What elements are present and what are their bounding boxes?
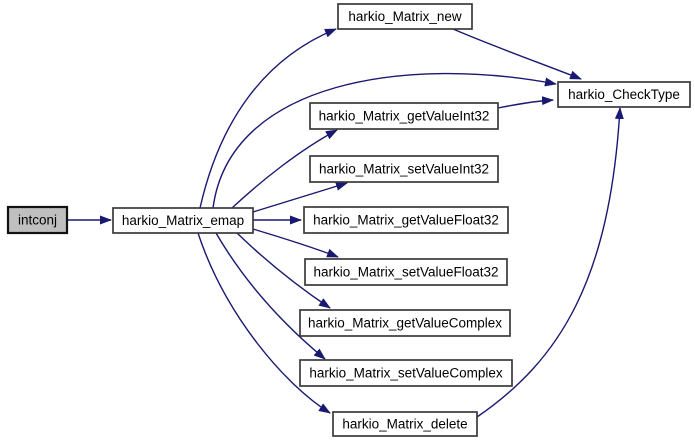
node-harkio-matrix-new-box [337, 3, 473, 30]
node-harkio-matrix-emap[interactable]: harkio_Matrix_emap [112, 207, 254, 234]
node-intconj-box [6, 205, 69, 235]
node-intconj-label: intconj [18, 213, 57, 228]
edge-emap-to-new [199, 28, 337, 209]
node-harkio-matrix-getvaluefloat32-box [303, 206, 509, 234]
node-harkio-matrix-getvalueint32-label: harkio_Matrix_getValueInt32 [319, 109, 490, 124]
node-harkio-matrix-setvaluecomplex[interactable]: harkio_Matrix_setValueComplex [299, 359, 513, 387]
node-harkio-matrix-new-label: harkio_Matrix_new [348, 9, 462, 24]
edge-emap-to-getvaluecomplex [236, 232, 331, 309]
node-intconj: intconj [6, 205, 69, 235]
edge-emap-to-getvalueint32 [231, 129, 338, 209]
node-harkio-matrix-getvaluecomplex-box [299, 309, 511, 337]
node-harkio-matrix-setvaluefloat32[interactable]: harkio_Matrix_setValueFloat32 [304, 258, 508, 286]
node-harkio-matrix-setvaluefloat32-box [304, 258, 508, 286]
node-harkio-checktype-box [557, 81, 691, 108]
node-harkio-matrix-getvaluefloat32-label: harkio_Matrix_getValueFloat32 [313, 213, 499, 228]
node-harkio-matrix-setvalueint32[interactable]: harkio_Matrix_setValueInt32 [309, 155, 499, 183]
edge-new-to-checktype [452, 28, 582, 80]
node-harkio-checktype[interactable]: harkio_CheckType [557, 81, 691, 108]
edge-emap-to-setvalueint32 [252, 181, 348, 213]
edge-emap-to-setvaluefloat32 [252, 228, 339, 258]
node-harkio-matrix-setvalueint32-box [309, 155, 499, 183]
node-harkio-matrix-getvalueint32[interactable]: harkio_Matrix_getValueInt32 [309, 102, 499, 130]
edge-emap-to-setvaluecomplex [215, 232, 326, 360]
node-harkio-matrix-delete-box [332, 411, 478, 437]
edge-delete-to-checktype [476, 107, 624, 418]
node-harkio-matrix-setvalueint32-label: harkio_Matrix_setValueInt32 [319, 162, 489, 177]
node-harkio-matrix-getvaluecomplex[interactable]: harkio_Matrix_getValueComplex [299, 309, 511, 337]
node-harkio-matrix-getvaluefloat32[interactable]: harkio_Matrix_getValueFloat32 [303, 206, 509, 234]
node-harkio-matrix-emap-box [112, 207, 254, 234]
node-harkio-matrix-getvaluecomplex-label: harkio_Matrix_getValueComplex [308, 316, 502, 331]
node-harkio-matrix-new[interactable]: harkio_Matrix_new [337, 3, 473, 30]
node-harkio-matrix-setvaluefloat32-label: harkio_Matrix_setValueFloat32 [313, 265, 498, 280]
node-harkio-matrix-getvalueint32-box [309, 102, 499, 130]
node-harkio-matrix-emap-label: harkio_Matrix_emap [122, 213, 244, 228]
node-harkio-checktype-label: harkio_CheckType [568, 87, 680, 102]
edge-getvalueint32-to-checktype [497, 96, 554, 109]
node-harkio-matrix-setvaluecomplex-label: harkio_Matrix_setValueComplex [309, 366, 503, 381]
edge-emap-to-delete [197, 232, 331, 414]
node-harkio-matrix-delete[interactable]: harkio_Matrix_delete [332, 411, 478, 437]
edge-emap-to-checktype [212, 72, 557, 209]
node-harkio-matrix-delete-label: harkio_Matrix_delete [342, 417, 467, 432]
node-harkio-matrix-setvaluecomplex-box [299, 359, 513, 387]
